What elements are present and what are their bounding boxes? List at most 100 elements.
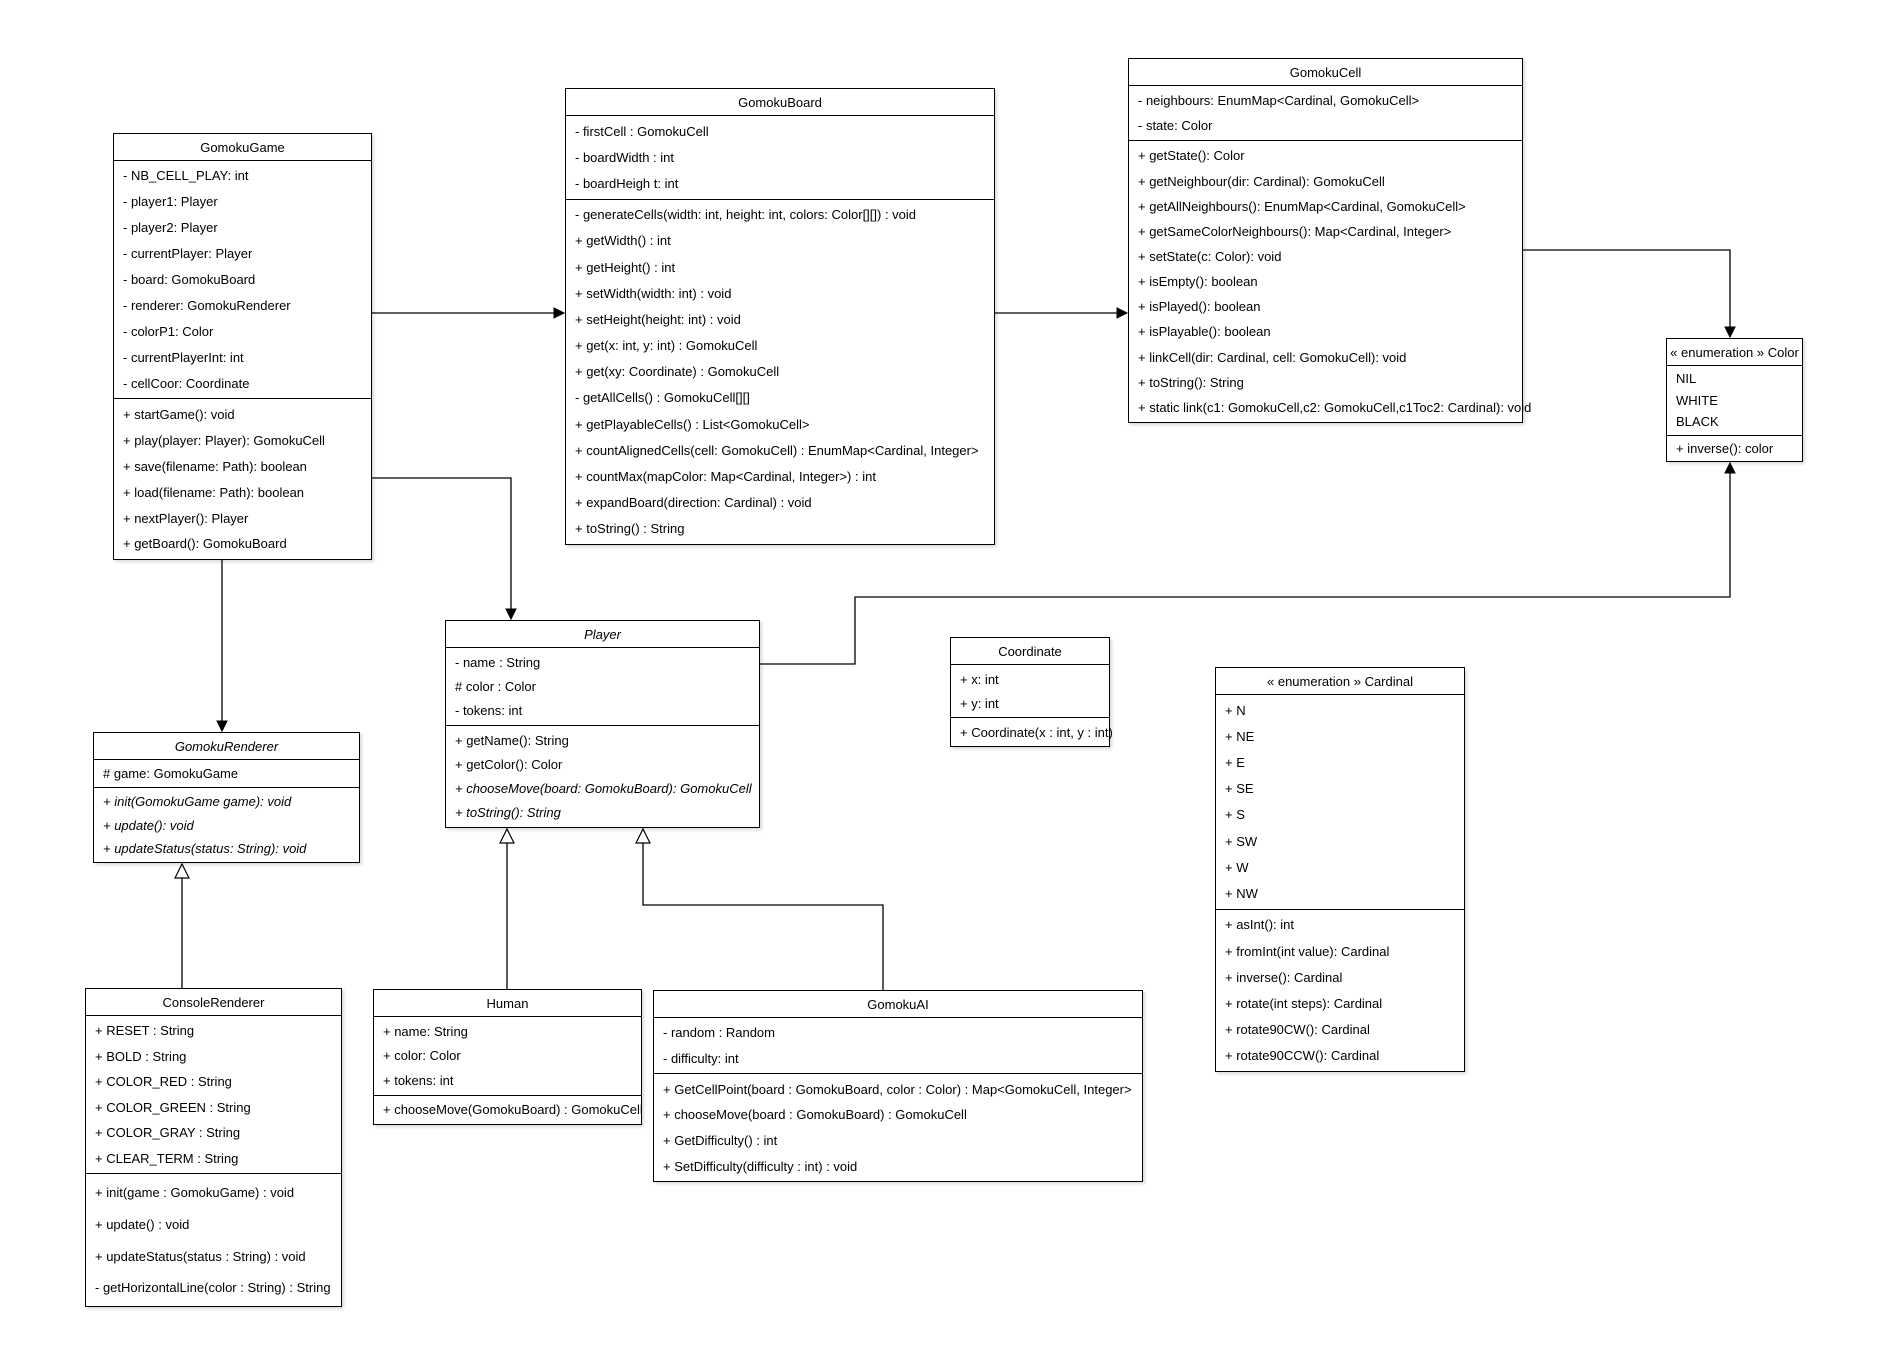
methods-section: + init(game : GomokuGame) : void + update…: [86, 1173, 341, 1306]
class-player[interactable]: Player - name : String # color : Color - to…: [445, 620, 760, 828]
uml-method: + expandBoard(direction: Cardinal) : voi…: [575, 495, 812, 511]
class-title: GomokuCell: [1289, 64, 1362, 80]
class-gomokugame[interactable]: GomokuGame - NB_CELL_PLAY: int- player1: …: [113, 133, 372, 560]
methods-section: - generateCells(width: int, height: int,…: [566, 198, 994, 544]
class-human[interactable]: Human+ name: String+ color: Color+ token…: [373, 989, 643, 1125]
class-title: « enumeration » Cardinal: [1267, 673, 1413, 689]
uml-attribute: WHITE: [1676, 392, 1718, 408]
uml-attribute: + COLOR_RED : String: [95, 1074, 232, 1090]
uml-method: + startGame(): void: [123, 406, 235, 422]
uml-attribute: - renderer: GomokuRenderer: [123, 298, 291, 314]
uml-method: - getHorizontalLine(color : String) : St…: [95, 1280, 331, 1296]
uml-method: + load(filename: Path): boolean: [123, 484, 305, 500]
class-gomokucell[interactable]: GomokuCell- neighbours: EnumMap<Cardinal…: [1128, 58, 1531, 423]
attributes-section: # game: GomokuGame: [94, 759, 359, 787]
uml-attribute: - currentPlayer: Player: [123, 246, 253, 262]
uml-method: + isPlayed(): boolean: [1138, 299, 1261, 315]
methods-section: + chooseMove(GomokuBoard) : GomokuCell: [374, 1094, 643, 1125]
uml-method: + getHeight() : int: [575, 259, 676, 275]
uml-method: + chooseMove(board : GomokuBoard) : Gomo…: [663, 1107, 967, 1123]
uml-attribute: + S: [1225, 807, 1245, 823]
uml-method: + setState(c: Color): void: [1138, 248, 1282, 264]
uml-attribute: + RESET : String: [95, 1023, 195, 1039]
uml-attribute: BLACK: [1676, 414, 1719, 430]
uml-method: + GetDifficulty() : int: [663, 1132, 778, 1148]
class-title: Coordinate: [998, 643, 1062, 659]
relation-association-gomokugame-player: [372, 477, 517, 621]
uml-method: + get(xy: Coordinate) : GomokuCell: [575, 364, 780, 380]
uml-attribute: - state: Color: [1138, 118, 1213, 134]
class-gomokuboard[interactable]: GomokuBoard- firstCell : GomokuCell- boa…: [565, 88, 995, 545]
methods-section: + inverse(): color: [1667, 434, 1802, 462]
class-title: Player: [584, 626, 621, 642]
uml-attribute: + NE: [1225, 728, 1255, 744]
uml-attribute: - difficulty: int: [663, 1050, 739, 1066]
uml-attribute: - board: GomokuBoard: [123, 272, 256, 288]
uml-method: + nextPlayer(): Player: [123, 510, 249, 526]
uml-method: + fromInt(int value): Cardinal: [1225, 943, 1390, 959]
uml-method: + init(game : GomokuGame) : void: [95, 1184, 295, 1200]
uml-attribute: - name : String: [455, 654, 541, 670]
uml-method: + setWidth(width: int) : void: [575, 285, 732, 301]
uml-attribute: - tokens: int: [455, 703, 523, 719]
uml-attribute: + y: int: [960, 695, 999, 711]
uml-method: + isEmpty(): boolean: [1138, 274, 1258, 290]
uml-method: + toString() : String: [575, 521, 685, 537]
uml-attribute: - player2: Player: [123, 220, 218, 236]
attributes-section: + name: String+ color: Color+ tokens: in…: [374, 1016, 641, 1095]
class-title: « enumeration » Color: [1670, 344, 1799, 360]
uml-attribute: + SE: [1225, 781, 1254, 797]
methods-section: + asInt(): int+ fromInt(int value): Card…: [1216, 908, 1464, 1071]
class-coordinate[interactable]: Coordinate + x: int+ y: int+ Coordinate(x…: [950, 637, 1113, 747]
uml-method: + SetDifficulty(difficulty : int) : void: [663, 1158, 858, 1174]
uml-attribute: + name: String: [383, 1023, 468, 1039]
uml-method: + setHeight(height: int) : void: [575, 311, 741, 327]
uml-attribute: - colorP1: Color: [123, 323, 214, 339]
uml-method: + isPlayable(): boolean: [1138, 324, 1271, 340]
uml-attribute: + E: [1225, 755, 1245, 770]
methods-section: + startGame(): void + play(player: Player…: [114, 398, 371, 559]
methods-section: + getName(): String + getColor(): Color + …: [446, 724, 759, 827]
class-gomokurenderer[interactable]: GomokuRenderer# game: GomokuGame+ init(G…: [93, 732, 360, 863]
uml-attribute: - NB_CELL_PLAY: int: [123, 168, 249, 184]
attributes-section: + x: int+ y: int: [951, 664, 1109, 717]
uml-method: + getAllNeighbours(): EnumMap<Cardinal, …: [1138, 198, 1466, 214]
class-cardinal[interactable]: « enumeration » Cardinal+ N+ NE+ E+ SE+ …: [1215, 667, 1465, 1072]
uml-method: + update() : void: [95, 1216, 190, 1232]
class-title: GomokuAI: [867, 996, 929, 1012]
class-title: GomokuGame: [200, 139, 285, 155]
uml-method: + getBoard(): GomokuBoard: [123, 536, 287, 552]
uml-method: + getColor(): Color: [455, 756, 563, 772]
attributes-section: - NB_CELL_PLAY: int- player1: Player- pl…: [114, 160, 371, 398]
methods-section: + getState(): Color+ getNeighbour(dir: C…: [1129, 140, 1531, 422]
uml-attribute: + color: Color: [383, 1048, 461, 1064]
class-title: Human: [486, 995, 529, 1011]
uml-method: + update(): void: [103, 817, 194, 833]
uml-attribute: - random : Random: [663, 1025, 775, 1041]
uml-attribute: + COLOR_GREEN : String: [95, 1099, 251, 1115]
uml-method: + inverse(): Cardinal: [1225, 969, 1343, 985]
uml-method: + rotate90CCW(): Cardinal: [1225, 1048, 1380, 1064]
uml-attribute: # color : Color: [455, 678, 536, 694]
uml-method: + getWidth() : int: [575, 233, 671, 249]
uml-method: + updateStatus(status: String): void: [103, 840, 307, 856]
methods-section: + Coordinate(x : int, y : int): [951, 717, 1113, 746]
uml-method: + updateStatus(status : String) : void: [95, 1248, 306, 1264]
class-gomokuai[interactable]: GomokuAI - random : Random - difficulty: i…: [653, 990, 1143, 1182]
methods-section: + GetCellPoint(board : GomokuBoard, colo…: [654, 1073, 1142, 1181]
class-consolerenderer[interactable]: ConsoleRenderer+ RESET : String+ BOLD : …: [85, 988, 342, 1307]
uml-method: + getPlayableCells() : List<GomokuCell>: [575, 416, 810, 432]
uml-attribute: + W: [1225, 859, 1249, 875]
uml-method: + play(player: Player): GomokuCell: [123, 432, 325, 448]
uml-method: + GetCellPoint(board : GomokuBoard, colo…: [663, 1081, 1132, 1097]
uml-attribute: + SW: [1225, 833, 1258, 849]
attributes-section: + N+ NE+ E+ SE+ S+ SW+ W+ NW: [1216, 694, 1464, 909]
uml-method: + getName(): String: [455, 732, 569, 748]
uml-method: + toString(): String: [455, 805, 561, 821]
uml-method: + countMax(mapColor: Map<Cardinal, Integ…: [575, 469, 876, 485]
uml-attribute: - boardWidth : int: [575, 149, 674, 165]
